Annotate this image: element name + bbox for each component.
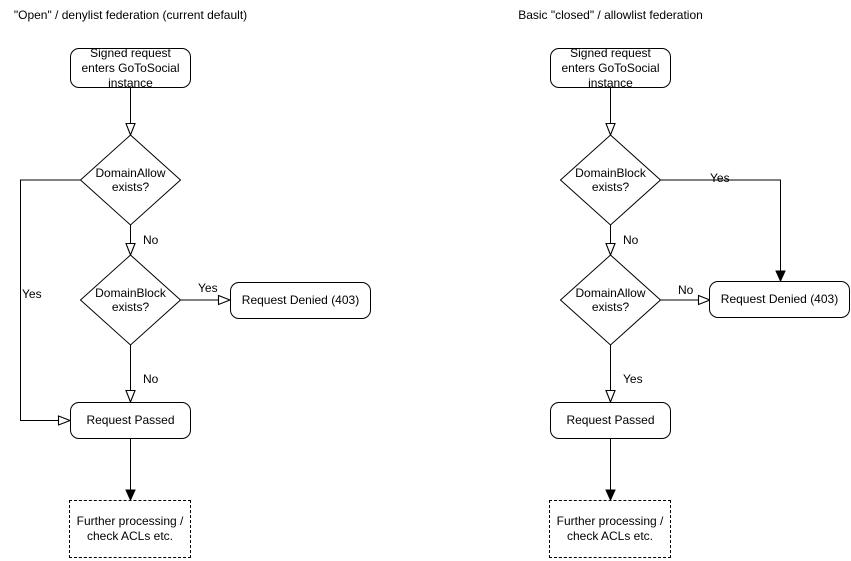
right-start-node: Signed request enters GoToSocial instanc… (550, 46, 671, 90)
left-start-node: Signed request enters GoToSocial instanc… (70, 46, 191, 90)
left-decision1-diamond (79, 134, 182, 226)
left-passed-node: Request Passed (70, 402, 191, 439)
left-chart-title: "Open" / denylist federation (current de… (13, 8, 248, 22)
left-decision2-yes-label: Yes (198, 281, 218, 295)
left-decision2-label: DomainBlock exists? (95, 286, 166, 314)
edge-left-decision1-yes (20, 179, 81, 426)
right-denied-node: Request Denied (403) (709, 281, 850, 318)
right-decision2-yes-label: Yes (623, 372, 643, 386)
right-decision1-no-label: No (623, 233, 639, 247)
left-decision1-label: DomainAllow exists? (95, 166, 166, 194)
left-decision2-diamond (79, 254, 182, 346)
right-decision2-label: DomainAllow exists? (575, 286, 646, 314)
right-decision1-label: DomainBlock exists? (575, 166, 646, 194)
right-further-node: Further processing / check ACLs etc. (549, 500, 671, 558)
left-decision1-no-label: No (143, 233, 159, 247)
right-decision2-diamond (559, 254, 662, 346)
right-decision1-diamond (559, 134, 662, 226)
left-denied-node: Request Denied (403) (230, 282, 371, 319)
left-decision1-yes-label: Yes (22, 287, 42, 301)
left-decision2-no-label: No (143, 372, 159, 386)
left-further-node: Further processing / check ACLs etc. (69, 500, 191, 558)
right-decision2-no-label: No (678, 283, 694, 297)
right-chart-title: Basic "closed" / allowlist federation (518, 8, 703, 22)
right-passed-node: Request Passed (550, 402, 671, 439)
edge-right-decision1-yes (660, 179, 786, 283)
right-decision1-yes-label: Yes (710, 171, 730, 185)
